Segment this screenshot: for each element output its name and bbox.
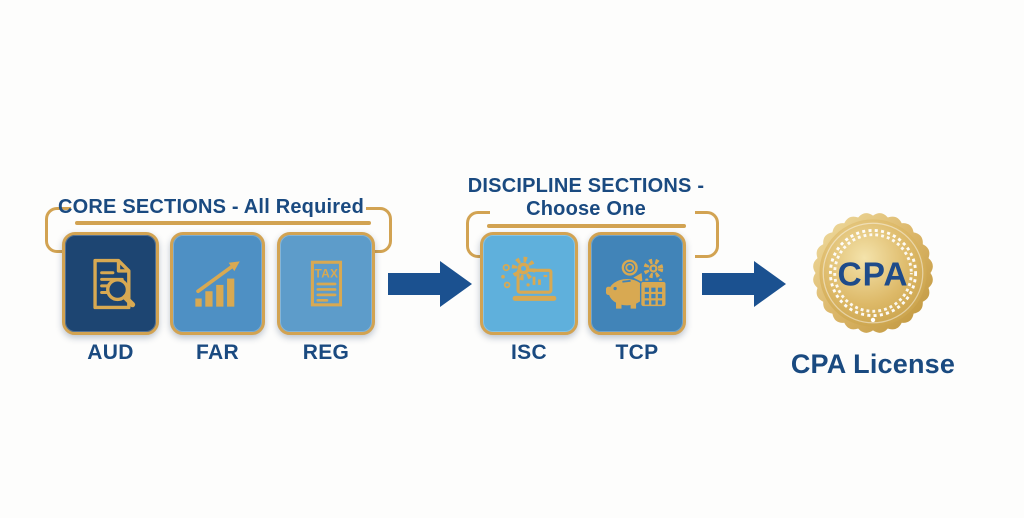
- tcp-label: TCP: [615, 341, 659, 364]
- tax-document-icon: TAX: [310, 260, 343, 306]
- laptop-gear-technology-icon: [501, 256, 557, 301]
- discipline-title-line1: DISCIPLINE SECTIONS -: [467, 175, 705, 197]
- laurel-wreath-outer: [828, 228, 918, 318]
- right-arrow-icon-2: [702, 261, 786, 307]
- wreath-bottom-dot: [870, 317, 876, 323]
- laurel-wreath-inner: [833, 233, 913, 313]
- discipline-sections-title: DISCIPLINE SECTIONS - Choose One: [458, 175, 714, 221]
- far-label: FAR: [196, 341, 239, 364]
- badge-cpa-text: CPA: [837, 256, 908, 293]
- far-section-box: [170, 232, 265, 335]
- gold-seal-badge: CPA: [813, 213, 933, 333]
- discipline-title-line2: Choose One: [526, 198, 646, 220]
- core-sections-title: CORE SECTIONS - All Required: [57, 196, 364, 218]
- growth-bar-chart-icon: [194, 260, 240, 307]
- discipline-group-bracket-left: [466, 211, 490, 258]
- aud-label: AUD: [87, 341, 134, 364]
- piggy-bank-calendar-icon: [606, 258, 667, 309]
- cpa-license-label: CPA License: [790, 349, 956, 379]
- reg-section-box: TAX: [277, 232, 375, 335]
- discipline-group-bracket-right: [695, 211, 719, 258]
- discipline-title-underline: [487, 224, 686, 228]
- svg-text:TAX: TAX: [314, 267, 338, 280]
- tcp-section-box: [588, 232, 686, 335]
- aud-section-box: [62, 232, 159, 335]
- isc-label: ISC: [511, 341, 547, 364]
- reg-label: REG: [302, 341, 350, 364]
- right-arrow-icon-1: [388, 261, 472, 307]
- core-title-underline: [75, 221, 371, 225]
- core-group-bracket-right: [366, 207, 392, 253]
- core-group-bracket-left: [45, 207, 71, 253]
- isc-section-box: [480, 232, 578, 335]
- audit-document-magnifier-icon: [92, 258, 135, 309]
